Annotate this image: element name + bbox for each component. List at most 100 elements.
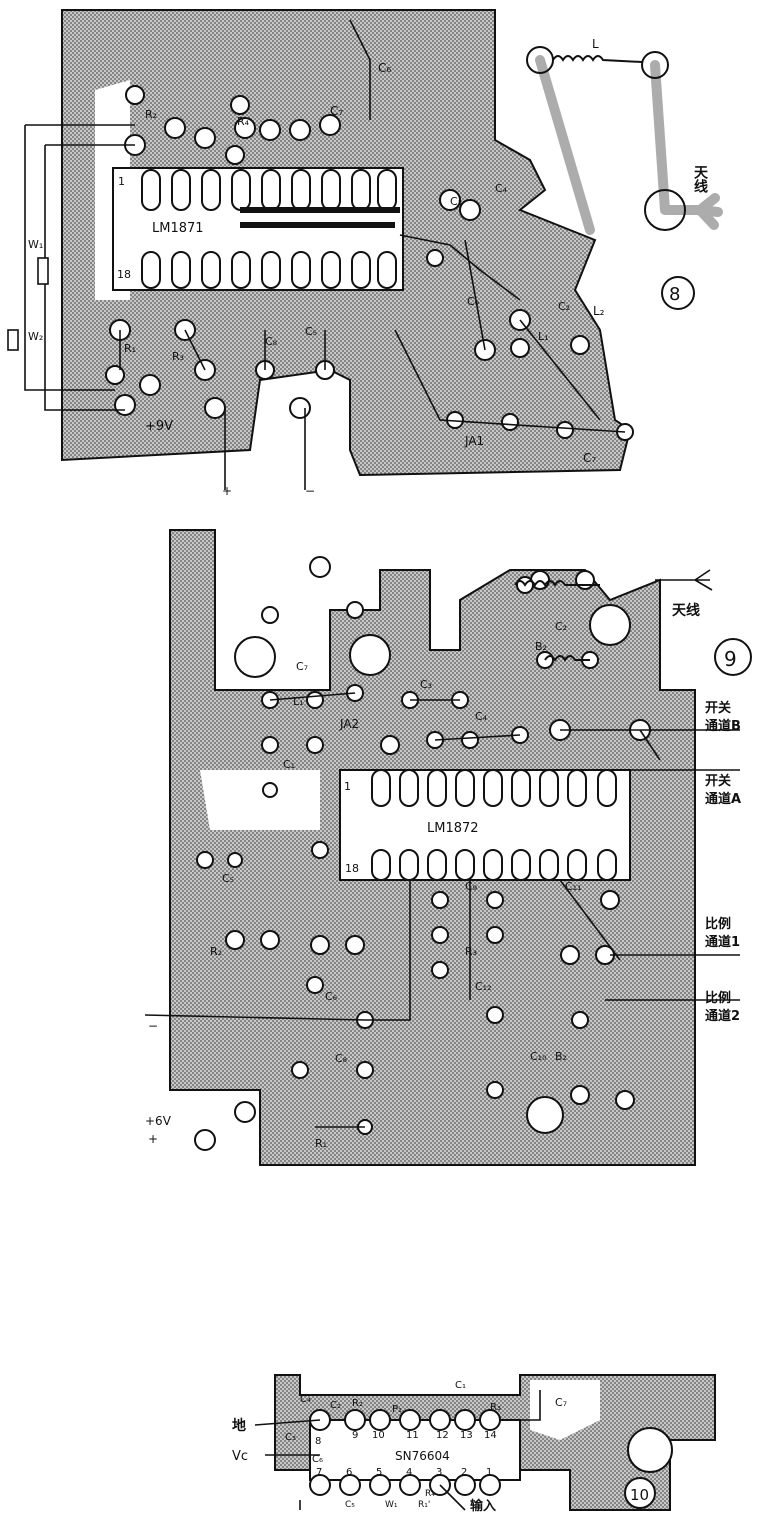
fig8-label-C9: C₉ xyxy=(467,295,479,308)
fig8-label-W2: W₂ xyxy=(28,330,43,343)
fig8-label-C8: C₈ xyxy=(265,335,278,348)
fig10-ground: 地 xyxy=(232,1417,246,1434)
fig9-plus: + xyxy=(148,1132,158,1146)
fig10-pin-bottom-6: 1 xyxy=(486,1467,492,1478)
fig10-cut xyxy=(530,1380,600,1440)
fig9-coil-B2 xyxy=(544,655,590,662)
figure-8: LM1871 1 18 +9V + − 天线 8 L L₂ L₁ C₆ C₇ C… xyxy=(7,9,723,498)
fig10-number-circle xyxy=(624,1477,656,1509)
fig9-prop-2-2: 通道2 xyxy=(705,1008,740,1024)
fig10-vcc: Vc xyxy=(232,1449,248,1464)
fig10-ic-name: SN76604 xyxy=(395,1449,450,1463)
fig8-label-R4: R₄ xyxy=(237,115,250,128)
fig9-label-R1: R₁ xyxy=(315,1137,327,1150)
fig10-pin-bottom-5: 2 xyxy=(461,1467,467,1478)
fig9-label-C3: C₃ xyxy=(420,678,432,691)
fig8-label-C2: C₂ xyxy=(558,300,570,313)
fig10-label-R1: R₁' xyxy=(418,1500,430,1510)
fig9-pin-1: 1 xyxy=(344,780,351,793)
fig9-number-circle xyxy=(714,638,752,676)
fig10-ic-body xyxy=(309,1419,521,1481)
fig9-label-L1: L₁ xyxy=(293,695,304,708)
fig10-label-C4: C₄ xyxy=(300,1394,311,1405)
fig8-label-C7: C₇ xyxy=(330,104,343,118)
fig9-switch-a-1: 开关 xyxy=(705,773,731,789)
fig8-ic-name: LM1871 xyxy=(152,221,204,236)
fig8-number: 8 xyxy=(669,284,680,305)
fig10-pin-bottom-2: 5 xyxy=(376,1467,382,1478)
fig10-pin-top-0: 8 xyxy=(315,1436,321,1447)
fig9-label-B2: B₂ xyxy=(535,640,547,653)
fig10-pin-top-6: 14 xyxy=(484,1430,497,1441)
fig10-pads xyxy=(309,1409,501,1496)
fig9-label-C7: C₇ xyxy=(296,660,308,673)
fig8-W1-symbol xyxy=(37,257,49,285)
fig9-switch-a-2: 通道A xyxy=(705,791,741,807)
fig8-antenna-pads xyxy=(526,46,686,231)
fig8-minus: − xyxy=(305,484,315,498)
fig9-large-pads xyxy=(234,604,631,1134)
fig9-label-C8: C₈ xyxy=(335,1052,348,1065)
fig10-pin-top-4: 12 xyxy=(436,1430,449,1441)
fig8-pin-18: 18 xyxy=(117,268,131,281)
fig10-pin-bottom-3: 4 xyxy=(406,1467,412,1478)
fig10-pin-top-5: 13 xyxy=(460,1430,473,1441)
fig9-label-R2: R₂ xyxy=(210,945,222,958)
figure-10: 10 SN76604 地 Vc 输入 8 9 10 11 12 13 14 7 … xyxy=(232,1374,716,1514)
fig8-ic-pins-bottom xyxy=(141,251,397,289)
fig10-label-C1: C₁ xyxy=(455,1380,466,1391)
fig9-ic-pins-top xyxy=(371,769,617,807)
fig9-switch-b-1: 开关 xyxy=(705,700,731,716)
fig8-label-R2: R₂ xyxy=(145,108,157,121)
fig8-pin-1: 1 xyxy=(118,175,125,188)
fig10-pin-top-2: 10 xyxy=(372,1430,385,1441)
fig9-number: 9 xyxy=(724,647,737,671)
fig9-mount-hole xyxy=(309,556,331,578)
fig9-prop-1-1: 比例 xyxy=(705,916,731,932)
fig9-label-C4: C₄ xyxy=(475,710,488,723)
fig9-label-C6: C₆ xyxy=(325,990,338,1003)
fig8-label-W1: W₁ xyxy=(28,238,43,251)
fig9-label-C10: C₁₀ xyxy=(530,1050,547,1063)
fig9-label-B2b: B₂ xyxy=(555,1050,567,1063)
fig10-label-R2: R₂ xyxy=(352,1398,363,1409)
fig8-supply: +9V xyxy=(145,419,173,434)
fig10-pin-top-1: 9 xyxy=(352,1430,358,1441)
fig10-pin-top-3: 11 xyxy=(406,1430,419,1441)
fig9-label-JA2: JA2 xyxy=(339,717,359,731)
fig9-prop-2-1: 比例 xyxy=(705,990,731,1006)
fig9-ic-pins-bottom xyxy=(371,849,617,881)
fig8-label-C6: C₆ xyxy=(378,61,391,75)
fig9-wires xyxy=(144,569,740,1128)
fig10-label-R3: R₃ xyxy=(490,1402,501,1413)
fig10-label-C2: C₂ xyxy=(330,1400,341,1411)
fig8-label-C5: C₅ xyxy=(305,325,317,338)
fig9-antenna: 天线 xyxy=(672,602,700,619)
fig10-label-P1: P₁ xyxy=(392,1404,402,1415)
fig9-supply: +6V xyxy=(145,1114,172,1128)
fig8-number-circle xyxy=(661,276,695,310)
fig10-label-W1: W₁ xyxy=(385,1500,398,1510)
fig9-label-C9: C₉ xyxy=(465,880,477,893)
fig8-label-R1: R₁ xyxy=(124,342,136,355)
fig8-ic-pins-top xyxy=(141,169,397,211)
fig8-antenna: 天线 xyxy=(692,165,708,194)
fig8-wires xyxy=(24,19,626,490)
fig8-label-L2: L₂ xyxy=(593,304,605,318)
fig10-wires xyxy=(254,1390,541,1511)
fig8-coil-L xyxy=(552,55,643,63)
fig10-label-C3: C₃ xyxy=(285,1432,296,1443)
fig10-pin-bottom-0: 7 xyxy=(316,1467,322,1478)
figure-9: LM1872 1 18 9 天线 开关 通道B 开关 通道A 比例 通道1 比例… xyxy=(144,529,752,1166)
fig8-W2-symbol xyxy=(7,329,19,351)
fig8-dark-trace xyxy=(240,207,400,228)
fig9-label-R3: R₃ xyxy=(465,945,477,958)
fig9-coil-top xyxy=(514,580,600,587)
fig9-pin-18: 18 xyxy=(345,862,359,875)
fig9-pads xyxy=(194,570,651,1151)
fig9-ic-name: LM1872 xyxy=(427,821,479,836)
fig8-plus: + xyxy=(222,484,232,498)
fig8-label-R3: R₃ xyxy=(172,350,184,363)
fig9-clear-1 xyxy=(200,770,320,830)
fig10-label-C7: C₇ xyxy=(555,1396,567,1409)
